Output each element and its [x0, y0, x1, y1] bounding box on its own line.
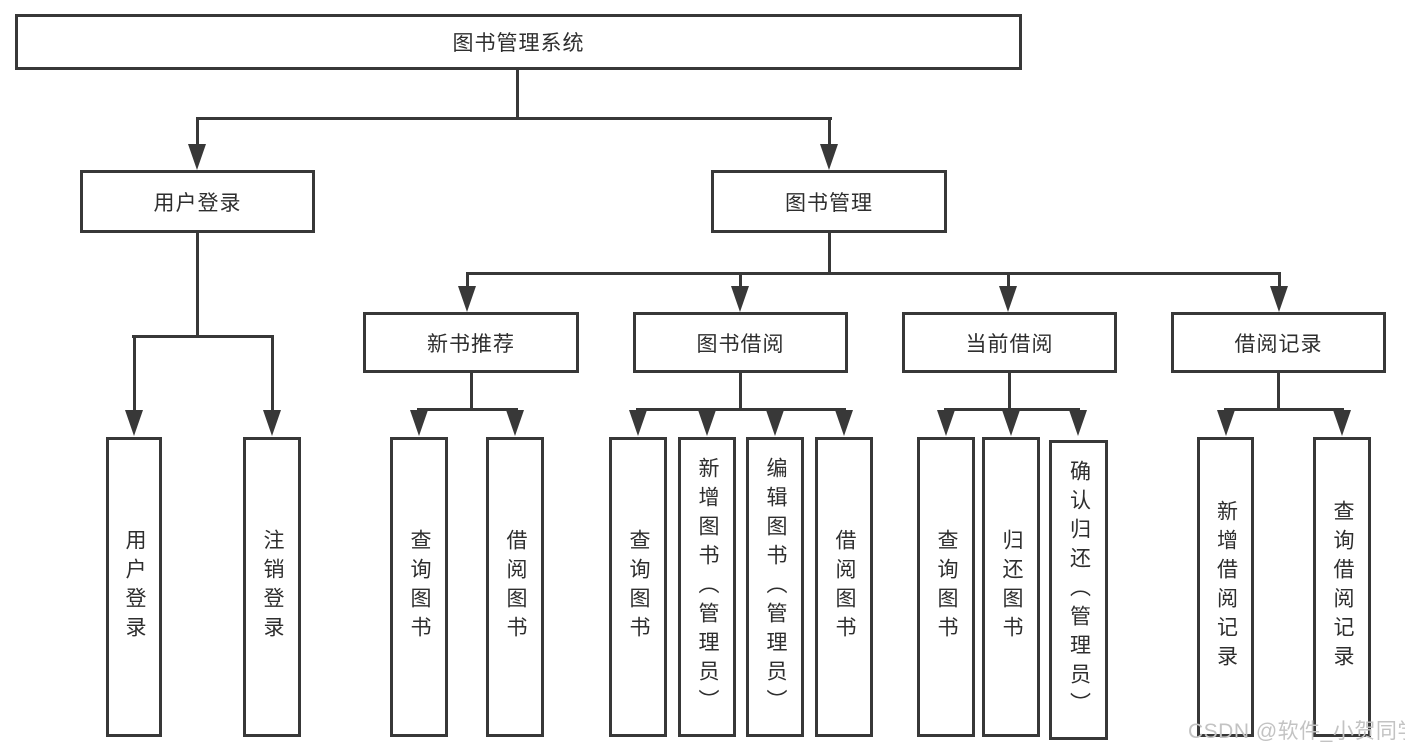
connector [1224, 408, 1344, 411]
connector [470, 373, 473, 411]
node-library-system: 图书管理系统 [15, 14, 1022, 70]
arrowhead [1217, 410, 1235, 436]
node-book-borrowing: 图书借阅 [633, 312, 848, 373]
node-current-borrowing: 当前借阅 [902, 312, 1117, 373]
arrowhead [1002, 410, 1020, 436]
arrowhead [458, 286, 476, 312]
leaf-user-login: 用户登录 [106, 437, 162, 737]
arrowhead [1270, 286, 1288, 312]
connector [466, 272, 1281, 275]
connector [739, 272, 742, 292]
leaf-current-return-book: 归还图书 [982, 437, 1040, 737]
leaf-recommend-query-book: 查询图书 [390, 437, 448, 737]
node-user-login: 用户登录 [80, 170, 315, 233]
arrowhead [125, 410, 143, 436]
arrowhead [506, 410, 524, 436]
leaf-borrowing-add-book-admin: 新增图书（管理员） [678, 437, 736, 737]
connector [466, 272, 469, 292]
arrowhead [188, 144, 206, 170]
arrowhead [731, 286, 749, 312]
connector [196, 117, 199, 148]
leaf-current-query-book: 查询图书 [917, 437, 975, 737]
arrowhead [698, 410, 716, 436]
arrowhead [1333, 410, 1351, 436]
connector [271, 335, 274, 415]
arrowhead [999, 286, 1017, 312]
leaf-records-query-borrow-record: 查询借阅记录 [1313, 437, 1371, 737]
leaf-logout-login: 注销登录 [243, 437, 301, 737]
node-borrowing-records: 借阅记录 [1171, 312, 1386, 373]
leaf-records-add-borrow-record: 新增借阅记录 [1197, 437, 1254, 737]
leaf-borrowing-borrow-book: 借阅图书 [815, 437, 873, 737]
arrowhead [629, 410, 647, 436]
connector [828, 117, 831, 148]
connector [196, 233, 199, 337]
node-new-book-recommendation: 新书推荐 [363, 312, 579, 373]
node-book-management: 图书管理 [711, 170, 947, 233]
connector [1278, 272, 1281, 292]
watermark-text: CSDN @软件_小贺同学 [1188, 720, 1405, 743]
arrowhead [1069, 410, 1087, 436]
connector [828, 233, 831, 274]
leaf-recommend-borrow-book: 借阅图书 [486, 437, 544, 737]
arrowhead [937, 410, 955, 436]
arrowhead [820, 144, 838, 170]
connector [196, 117, 832, 120]
connector [739, 373, 742, 411]
connector [132, 335, 274, 338]
arrowhead [263, 410, 281, 436]
arrowhead [410, 410, 428, 436]
leaf-current-confirm-return-admin: 确认归还（管理员） [1049, 440, 1108, 740]
connector [1277, 373, 1280, 411]
arrowhead [766, 410, 784, 436]
connector [636, 408, 846, 411]
connector [1007, 272, 1010, 292]
leaf-borrowing-query-book: 查询图书 [609, 437, 667, 737]
arrowhead [835, 410, 853, 436]
connector [133, 335, 136, 415]
connector [1008, 373, 1011, 411]
connector [417, 408, 518, 411]
connector [516, 69, 519, 120]
leaf-borrowing-edit-book-admin: 编辑图书（管理员） [746, 437, 804, 737]
